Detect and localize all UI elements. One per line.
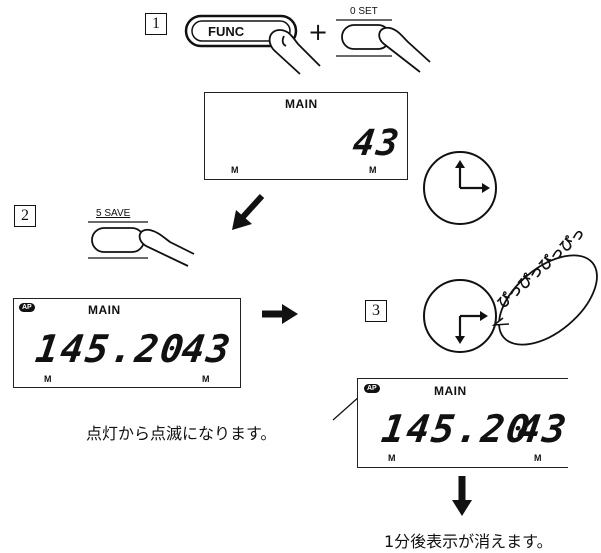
memory-indicator: M <box>369 165 377 175</box>
lcd-display: AP MAIN 145.20 43 M M <box>13 298 241 388</box>
memory-indicator: M <box>534 453 542 463</box>
blink-note: 点灯から点滅になります。 <box>86 424 277 443</box>
main-label: MAIN <box>434 384 467 398</box>
frequency-value: 145.20 <box>378 407 535 451</box>
memory-indicator: M <box>202 374 210 384</box>
ap-indicator: AP <box>364 384 380 393</box>
pointer-line <box>332 395 361 421</box>
memory-indicator: M <box>44 374 52 384</box>
save-button-graphic <box>88 221 148 259</box>
frequency-value: 145.20 <box>32 327 189 371</box>
beep-balloon <box>491 254 598 346</box>
step-number: 3 <box>365 300 387 322</box>
arrow-icon <box>452 476 472 516</box>
arrow-icon <box>232 193 265 230</box>
main-label: MAIN <box>285 97 318 111</box>
clock-icon <box>423 151 497 225</box>
memory-indicator: M <box>231 165 239 175</box>
ap-indicator: AP <box>19 303 35 312</box>
lcd-display: AP MAIN 145.20 43 M M <box>357 378 571 468</box>
channel-value: 43 <box>514 407 571 451</box>
clock-icon <box>423 279 497 353</box>
pressing-finger-icon <box>378 26 431 73</box>
channel-value: 43 <box>350 123 404 164</box>
arrow-icon <box>262 304 298 324</box>
save-label: 5 SAVE <box>96 208 131 219</box>
pressing-finger-icon <box>138 228 195 267</box>
channel-value: 43 <box>178 327 235 371</box>
lcd-display: MAIN 43 M M <box>204 92 408 180</box>
step-number: 1 <box>145 13 167 35</box>
memory-indicator: M <box>388 453 396 463</box>
zero-set-label: 0 SET <box>350 6 378 17</box>
func-button-label: FUNC <box>208 24 245 39</box>
pressing-finger-icon <box>268 29 321 75</box>
main-label: MAIN <box>88 303 121 317</box>
plus-sign: + <box>308 18 329 46</box>
func-button-graphic <box>184 14 298 48</box>
disappear-note: 1分後表示が消えます。 <box>384 532 553 551</box>
step-number: 2 <box>14 205 36 227</box>
